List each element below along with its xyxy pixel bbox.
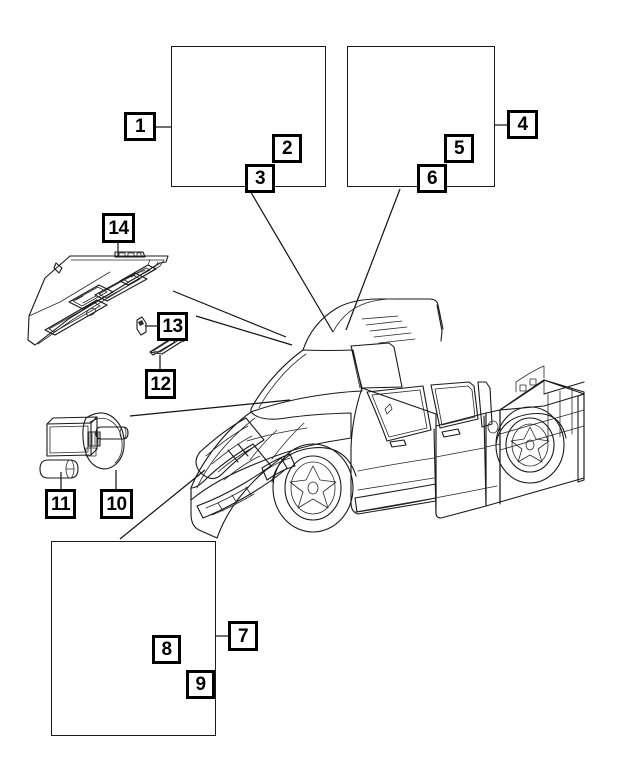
leader-line-panel2 — [345, 188, 401, 331]
leader-line-maplamp — [195, 315, 293, 346]
leader-line-panel1 — [248, 188, 334, 333]
callout-3[interactable]: 3 — [245, 164, 275, 193]
callout-12[interactable]: 12 — [145, 369, 176, 399]
leader-line-visorlamp — [129, 399, 291, 417]
callout-13[interactable]: 13 — [157, 312, 188, 341]
callout-1[interactable]: 1 — [124, 112, 156, 141]
leader-line-cargolamp — [119, 469, 206, 540]
callout-6[interactable]: 6 — [417, 164, 447, 193]
cargo-lamp-panel-bottom — [51, 541, 216, 736]
lamp-assembly-panel-left — [171, 46, 326, 187]
lamp-assembly-panel-right — [347, 46, 495, 187]
part-visor-vanity-lamp-bulb — [39, 459, 79, 479]
truck-illustration — [190, 298, 585, 539]
callout-11[interactable]: 11 — [45, 489, 76, 519]
callout-9[interactable]: 9 — [186, 670, 215, 699]
callout-10[interactable]: 10 — [100, 489, 133, 519]
part-map-lamp-bulb — [136, 316, 147, 336]
rear-wheel-spokes — [510, 426, 550, 463]
callout-7[interactable]: 7 — [228, 621, 258, 651]
part-overhead-console-assembly — [27, 251, 169, 346]
part-visor-vanity-lamp-assembly — [46, 412, 129, 470]
callout-8[interactable]: 8 — [152, 635, 181, 664]
front-wheel-spokes — [289, 465, 337, 509]
leader-lines — [119, 188, 401, 540]
leader-line-console — [172, 290, 287, 338]
callout-4[interactable]: 4 — [507, 110, 538, 139]
callout-14[interactable]: 14 — [102, 213, 135, 243]
callout-5[interactable]: 5 — [444, 134, 474, 163]
callout-2[interactable]: 2 — [272, 134, 302, 163]
